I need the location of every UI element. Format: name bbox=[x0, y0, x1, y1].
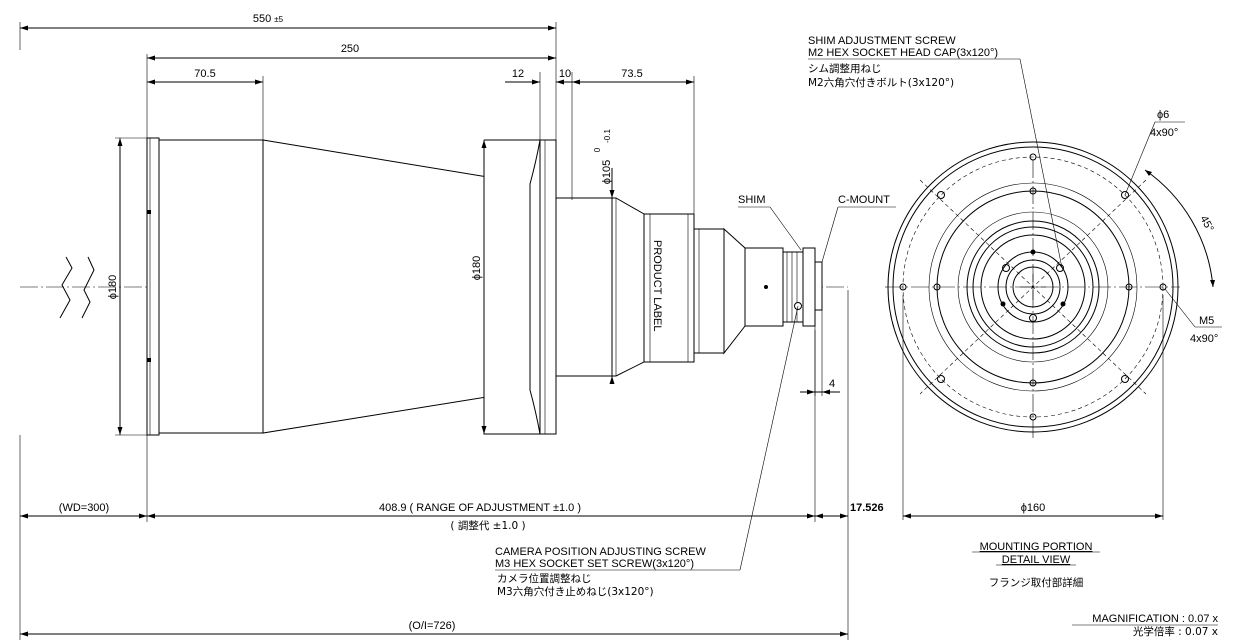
m5-callout: M5 4x90° bbox=[1164, 288, 1222, 345]
dim-dia-160: ϕ160 bbox=[902, 295, 1164, 520]
angle-45: 45° bbox=[1144, 169, 1216, 288]
dia6-hole bbox=[1121, 375, 1129, 383]
svg-text:DETAIL VIEW: DETAIL VIEW bbox=[1002, 554, 1071, 566]
dim-bottom-chain: (WD=300) 408.9 ( RANGE OF ADJUSTMENT ±1.… bbox=[19, 290, 884, 640]
svg-text:フランジ取付部詳細: フランジ取付部詳細 bbox=[989, 576, 1084, 589]
dim-12-text: 12 bbox=[512, 68, 524, 80]
svg-text:SHIM: SHIM bbox=[738, 194, 766, 206]
dia6-hole bbox=[1121, 191, 1129, 199]
dim-dia-180-left: ϕ180 bbox=[107, 137, 147, 436]
svg-text:M2 HEX SOCKET HEAD CAP(3x120°): M2 HEX SOCKET HEAD CAP(3x120°) bbox=[808, 47, 998, 59]
svg-text:45°: 45° bbox=[1197, 214, 1215, 234]
screw-dot bbox=[764, 285, 768, 289]
svg-text:ϕ160: ϕ160 bbox=[1021, 502, 1046, 514]
svg-text:SHIM ADJUSTMENT SCREW: SHIM ADJUSTMENT SCREW bbox=[808, 35, 956, 47]
flange-front-view bbox=[885, 141, 1180, 440]
dim-550: 550 bbox=[253, 13, 271, 25]
detail-caption: MOUNTING PORTION DETAIL VIEW フランジ取付部詳細 bbox=[972, 541, 1100, 589]
svg-text:M2六角穴付きボルト(3x120°): M2六角穴付きボルト(3x120°) bbox=[808, 76, 954, 89]
dim-10: 10 bbox=[556, 68, 600, 200]
dim-dia-180-mid: ϕ180 bbox=[471, 140, 487, 434]
svg-text:M5: M5 bbox=[1199, 315, 1214, 327]
svg-text:MOUNTING PORTION: MOUNTING PORTION bbox=[980, 541, 1093, 553]
outer-circle bbox=[887, 141, 1179, 433]
camera-screw-callout: CAMERA POSITION ADJUSTING SCREW M3 HEX S… bbox=[495, 305, 799, 598]
dim-overall: 550 ±5 bbox=[19, 13, 557, 140]
shim bbox=[782, 251, 804, 323]
front-marker bbox=[147, 358, 151, 362]
dim-dia-105: ϕ105 0 -0.1 bbox=[590, 129, 616, 384]
product-label: PRODUCT LABEL bbox=[651, 240, 663, 332]
svg-text:0: 0 bbox=[593, 147, 602, 152]
svg-text:ϕ180: ϕ180 bbox=[107, 275, 119, 300]
dim-250-text: 250 bbox=[341, 43, 359, 55]
svg-text:550 ±5: 550 ±5 bbox=[253, 13, 284, 25]
svg-text:ϕ105: ϕ105 bbox=[601, 160, 613, 185]
dim-range: 408.9 ( RANGE OF ADJUSTMENT ±1.0 ) bbox=[379, 502, 581, 514]
svg-text:光学倍率 : 0.07 x: 光学倍率 : 0.07 x bbox=[1133, 625, 1218, 638]
svg-text:CAMERA POSITION ADJUSTING SCRE: CAMERA POSITION ADJUSTING SCREW bbox=[495, 546, 706, 558]
c-mount bbox=[814, 261, 823, 311]
dim-70-5-text: 70.5 bbox=[194, 68, 215, 80]
svg-text:M3 HEX SOCKET SET SCREW(3x120°: M3 HEX SOCKET SET SCREW(3x120°) bbox=[495, 558, 694, 570]
svg-text:シム調整用ねじ: シム調整用ねじ bbox=[808, 62, 882, 75]
svg-text:ϕ6: ϕ6 bbox=[1157, 109, 1169, 121]
svg-text:MAGNIFICATION : 0.07 x: MAGNIFICATION : 0.07 x bbox=[1092, 613, 1218, 625]
dim-70-5: 70.5 bbox=[147, 68, 264, 140]
dim-wd: (WD=300) bbox=[59, 502, 109, 514]
svg-text:C-MOUNT: C-MOUNT bbox=[838, 194, 890, 206]
svg-text:カメラ位置調整ねじ: カメラ位置調整ねじ bbox=[497, 572, 592, 585]
magnification: MAGNIFICATION : 0.07 x 光学倍率 : 0.07 x bbox=[1072, 613, 1218, 638]
m5-hole bbox=[1029, 153, 1037, 161]
dim-oi: (O/I=726) bbox=[409, 620, 456, 632]
dim-73-5-text: 73.5 bbox=[621, 68, 642, 80]
flange-plate bbox=[539, 139, 557, 435]
m5-hole bbox=[1159, 283, 1167, 291]
svg-text:ϕ180: ϕ180 bbox=[471, 256, 483, 281]
cmount-callout: C-MOUNT bbox=[821, 194, 896, 263]
break-symbol bbox=[59, 256, 95, 319]
mount-body bbox=[693, 228, 725, 354]
svg-text:4: 4 bbox=[829, 378, 835, 390]
dim-17-526: 17.526 bbox=[850, 502, 884, 514]
shim-ring bbox=[802, 247, 816, 327]
dim-range-jp: ( 調整代 ±1.0 ) bbox=[450, 519, 525, 532]
dim-250: 250 bbox=[146, 43, 556, 138]
dim-73-5: 73.5 bbox=[572, 68, 695, 229]
front-marker bbox=[147, 210, 151, 214]
svg-text:4x90°: 4x90° bbox=[1190, 333, 1218, 345]
m5-hole bbox=[899, 283, 907, 291]
shim-callout: SHIM bbox=[738, 194, 802, 251]
dia6-hole bbox=[937, 375, 945, 383]
lens-side-view bbox=[146, 137, 823, 436]
rear-body bbox=[555, 197, 645, 377]
svg-text:-0.1: -0.1 bbox=[603, 129, 612, 143]
front-cap bbox=[146, 137, 160, 436]
shim-screw-callout: SHIM ADJUSTMENT SCREW M2 HEX SOCKET HEAD… bbox=[808, 35, 1063, 269]
svg-text:4x90°: 4x90° bbox=[1150, 127, 1178, 139]
m5-hole bbox=[1029, 413, 1037, 421]
front-cylinder bbox=[158, 139, 264, 434]
dia6-hole bbox=[937, 191, 945, 199]
dia6-callout: ϕ6 4x90° bbox=[1124, 109, 1185, 196]
dim-10-text: 10 bbox=[559, 68, 571, 80]
svg-text:M3六角穴付き止めねじ(3x120°): M3六角穴付き止めねじ(3x120°) bbox=[497, 585, 654, 598]
dim-12: 12 bbox=[505, 68, 541, 140]
